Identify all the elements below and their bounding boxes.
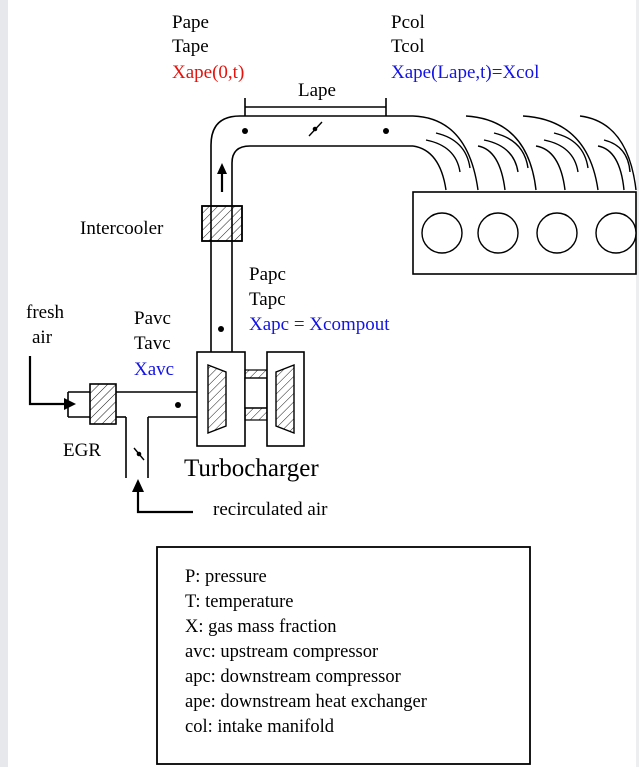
label-pape: Pape [172, 12, 209, 33]
point-apc [218, 326, 224, 332]
label-xape-start: Xape(0,t) [172, 62, 244, 83]
label-turbocharger: Turbocharger [184, 455, 319, 482]
recirculated-air-arrow [132, 479, 193, 514]
legend-item: X: gas mass fraction [185, 617, 337, 637]
label-air: air [32, 327, 53, 348]
throttle-icon [308, 121, 323, 137]
label-xavc: Xavc [134, 359, 174, 380]
label-tape: Tape [172, 36, 209, 57]
label-papc: Papc [249, 264, 286, 285]
label-intercooler: Intercooler [80, 218, 164, 239]
label-lape: Lape [298, 80, 336, 101]
legend-item: ape: downstream heat exchanger [185, 692, 427, 712]
point-ape-end [383, 128, 389, 134]
legend-item: P: pressure [185, 567, 267, 587]
label-pavc: Pavc [134, 308, 171, 329]
intake-manifold-runners [412, 115, 637, 191]
turbocharger [196, 351, 305, 447]
legend-item: avc: upstream compressor [185, 642, 378, 662]
label-pcol: Pcol [391, 12, 425, 33]
cylinder-3 [536, 212, 578, 254]
intake-pipe [210, 115, 413, 352]
label-tapc: Tapc [249, 289, 286, 310]
label-egr: EGR [63, 440, 101, 461]
cylinder-4 [595, 212, 637, 254]
egr-valve-icon [133, 447, 145, 461]
intake-system-diagram: Pape Tape Xape(0,t) Pcol Tcol Xape(Lape,… [26, 12, 637, 765]
engine-block [412, 191, 637, 275]
point-ape-start [242, 128, 248, 134]
legend-item: apc: downstream compressor [185, 667, 401, 687]
intercooler-block [201, 205, 243, 242]
inlet-duct [67, 391, 198, 478]
label-xapc: Xapc = Xcompout [249, 314, 390, 335]
flow-arrow [217, 163, 227, 192]
label-xape-end: Xape(Lape,t)=Xcol [391, 62, 539, 83]
label-tcol: Tcol [391, 36, 425, 57]
legend-item: T: temperature [185, 592, 293, 612]
fresh-air-arrow [28, 356, 76, 410]
label-tavc: Tavc [134, 333, 171, 354]
label-recirculated-air: recirculated air [213, 499, 328, 520]
cylinder-1 [421, 212, 463, 254]
legend-box: P: pressure T: temperature X: gas mass f… [156, 546, 531, 765]
point-avc [175, 402, 181, 408]
lape-dimension-line [244, 98, 387, 116]
legend-item: col: intake manifold [185, 717, 335, 737]
air-filter-block [89, 383, 117, 425]
cylinder-2 [477, 212, 519, 254]
label-fresh: fresh [26, 302, 64, 323]
